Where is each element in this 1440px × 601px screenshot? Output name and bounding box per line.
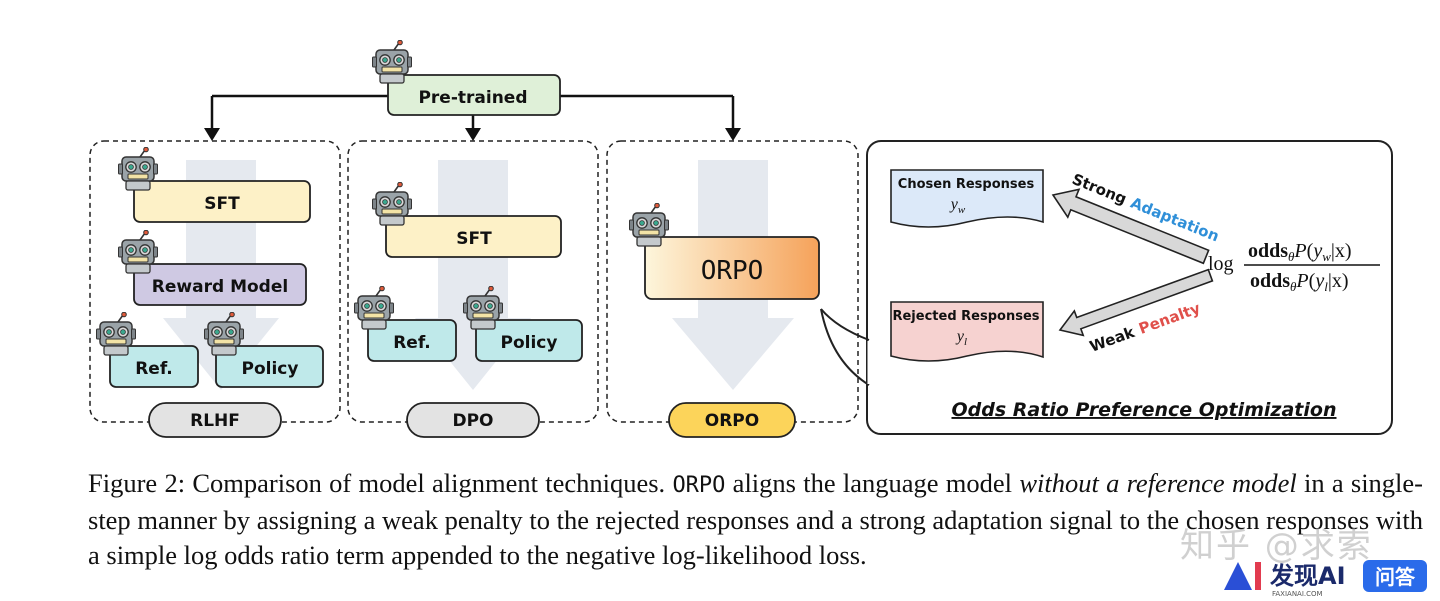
connector-lines — [210, 94, 735, 130]
zhihu-watermark: 知乎 @求索 — [1180, 526, 1373, 566]
rlhf-reward-label: Reward Model — [152, 277, 288, 297]
weak-penalty-arrow — [1058, 268, 1214, 337]
chosen-var: yw — [949, 196, 966, 216]
caption-prefix: Figure 2: Comparison of model alignment … — [88, 468, 673, 498]
orpo-label: ORPO — [705, 411, 759, 431]
caption-method: ORPO — [672, 473, 726, 498]
rlhf-pill: RLHF — [148, 402, 282, 438]
formula-log: log — [1208, 253, 1234, 275]
rlhf-group — [89, 140, 341, 423]
dpo-pill: DPO — [406, 402, 540, 438]
rejected-doc-shape — [890, 301, 1044, 362]
panel-title: Odds Ratio Preference Optimization — [951, 399, 1336, 421]
brand-logo-icon — [1224, 562, 1252, 590]
brand-name: 发现AI — [1269, 562, 1346, 590]
connector-arrowheads — [204, 128, 741, 141]
dpo-sft-label: SFT — [456, 229, 492, 249]
caption-emphasis: without a reference model — [1019, 468, 1297, 498]
dpo-ref-label: Ref. — [393, 333, 431, 353]
rejected-title: Rejected Responses — [892, 309, 1039, 324]
brand-watermark: 发现AI FAXIANAI.COM 问答 — [1224, 560, 1427, 598]
dpo-policy-label: Policy — [501, 333, 558, 353]
dpo-label: DPO — [452, 411, 493, 431]
rlhf-reward-node: Reward Model — [133, 263, 307, 306]
figure-caption: Figure 2: Comparison of model alignment … — [88, 466, 1423, 573]
rlhf-ref-label: Ref. — [135, 359, 173, 379]
formula-numerator: oddsθP(yw|x) — [1248, 240, 1352, 264]
dpo-ref-node: Ref. — [367, 319, 457, 362]
orpo-node: ORPO — [644, 236, 820, 300]
rlhf-sft-label: SFT — [204, 194, 240, 214]
chosen-doc-shape — [890, 169, 1044, 228]
orpo-pill: ORPO — [668, 402, 796, 438]
pretrained-label: Pre-trained — [418, 88, 527, 108]
strong-adaptation-arrow — [1051, 188, 1210, 265]
rlhf-ref-node: Ref. — [109, 345, 199, 388]
pretrained-node: Pre-trained — [387, 74, 561, 116]
rejected-var: yl — [955, 328, 967, 348]
rlhf-policy-node: Policy — [215, 345, 324, 388]
orpo-node-label: ORPO — [701, 256, 764, 286]
rlhf-sft-node: SFT — [133, 180, 311, 223]
dpo-sft-node: SFT — [385, 215, 562, 258]
chosen-title: Chosen Responses — [898, 177, 1035, 192]
dpo-policy-node: Policy — [475, 319, 583, 362]
caption-middle: aligns the language model — [725, 468, 1020, 498]
caption-rest: in a single-step manner by assigning a w… — [88, 468, 1424, 570]
brand-ask-label: 问答 — [1375, 565, 1416, 589]
rlhf-policy-label: Policy — [242, 359, 299, 379]
dpo-group — [347, 140, 599, 423]
brand-domain: FAXIANAI.COM — [1272, 590, 1323, 598]
log-odds-formula: log oddsθP(yw|x) oddsθP(yl|x) — [1208, 240, 1380, 294]
formula-denominator: oddsθP(yl|x) — [1250, 270, 1349, 294]
orpo-explanation-panel: Chosen Responses yw Rejected Responses y… — [820, 140, 1393, 435]
rlhf-label: RLHF — [190, 411, 240, 431]
